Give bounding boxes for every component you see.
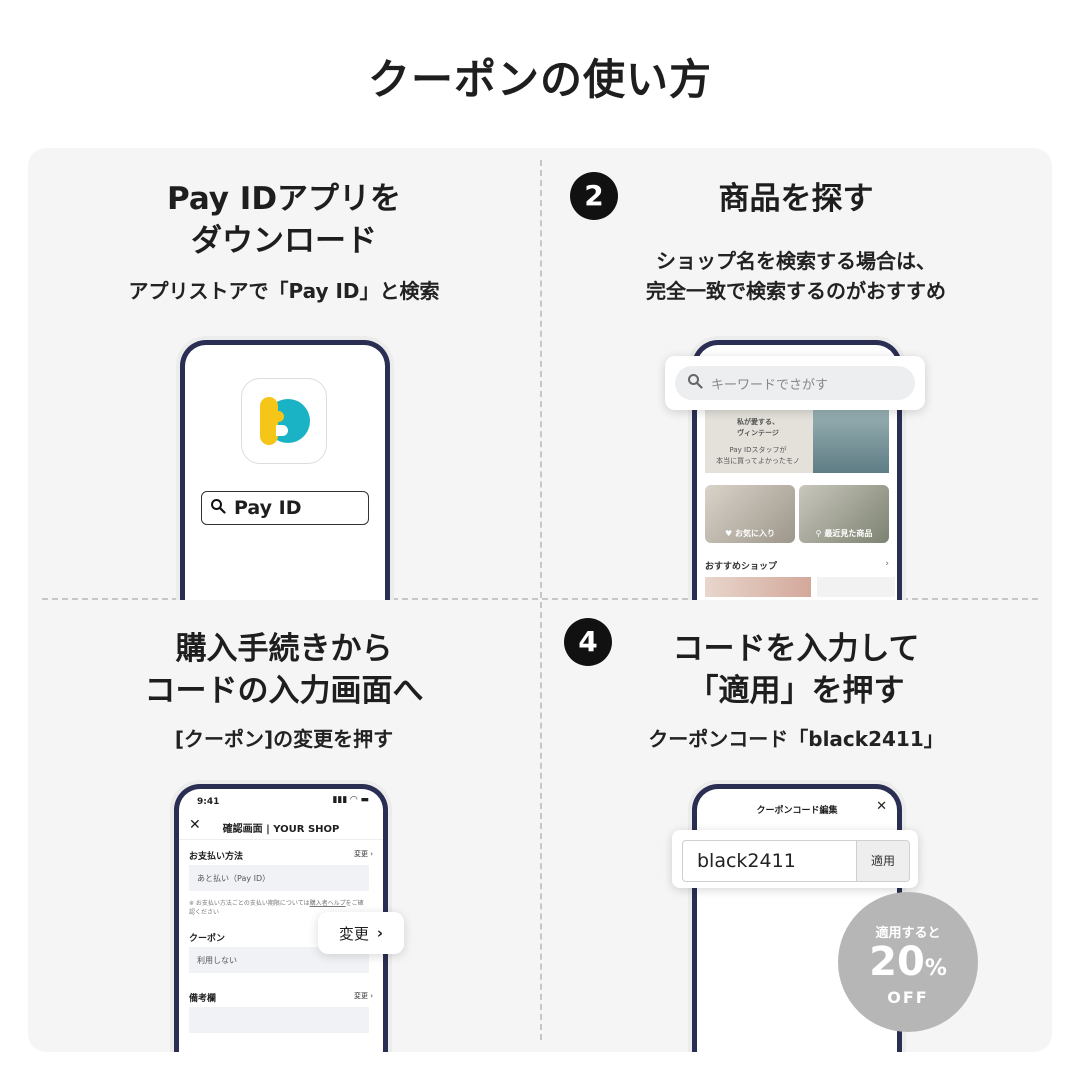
steps-panel: Pay IDアプリを ダウンロード アプリストアで「Pay ID」と検索 Pay…	[28, 148, 1052, 1052]
step-3-subtitle: [クーポン]の変更を押す	[174, 727, 394, 751]
step-2-heading: 商品を探す	[718, 181, 874, 217]
horizontal-divider	[42, 598, 1038, 600]
banner-line4: 本当に買ってよかったモノ	[716, 457, 800, 465]
recommended-shops-header[interactable]: おすすめショップ ›	[705, 559, 889, 572]
step-2-subtitle: ショップ名を検索する場合は、 完全一致で検索するのがおすすめ	[540, 246, 1052, 306]
nav-bar: ✕ 確認画面 | YOUR SHOP	[179, 815, 383, 840]
payment-note: ※ お支払い方法ごとの支払い期限については購入者ヘルプをご確認ください	[189, 900, 364, 916]
step-2-number-badge: 2	[570, 172, 618, 220]
search-placeholder: キーワードでさがす	[711, 377, 829, 393]
recommended-shops-label: おすすめショップ	[705, 562, 778, 572]
keyword-search-popup: キーワードでさがす	[665, 356, 925, 410]
payment-method-label: お支払い方法	[189, 852, 244, 862]
payid-app-icon[interactable]	[242, 379, 326, 463]
step-4-heading: コードを入力して 「適用」を押す	[540, 628, 1052, 712]
chevron-right-icon: ›	[885, 559, 889, 569]
step-4-heading-line1: コードを入力して	[672, 631, 920, 667]
keyword-search-input[interactable]: キーワードでさがす	[675, 366, 915, 400]
search-icon	[210, 498, 226, 519]
app-store-search-bar[interactable]: Pay ID	[201, 491, 369, 525]
banner-text: 私が愛する、 ヴィンテージ Pay IDスタッフが 本当に買ってよかったモノ	[713, 417, 803, 467]
discount-badge: 適用すると 20% OFF	[838, 892, 978, 1032]
search-icon: ⚲	[815, 529, 822, 538]
banner-line2: ヴィンテージ	[737, 429, 779, 437]
step-3-heading-line2: コードの入力画面へ	[144, 673, 424, 709]
step-2-subtitle-line2: 完全一致で検索するのがおすすめ	[646, 279, 946, 303]
apply-button[interactable]: 適用	[856, 841, 909, 881]
coupon-input-popup: black2411 適用	[672, 830, 918, 888]
step-4-subtitle: クーポンコード「black2411」	[648, 727, 944, 751]
coupon-code-field[interactable]: black2411 適用	[682, 840, 910, 882]
vertical-divider	[540, 160, 542, 1040]
search-icon	[687, 373, 703, 394]
remarks-field[interactable]	[189, 1007, 369, 1033]
step-1-heading: Pay IDアプリを ダウンロード	[28, 178, 540, 262]
close-icon[interactable]: ✕	[876, 799, 887, 814]
banner-image	[813, 407, 889, 473]
buyer-help-link[interactable]: 購入者ヘルプ	[309, 900, 346, 907]
recommended-shop-thumbnails[interactable]	[705, 577, 895, 597]
search-query-text: Pay ID	[234, 497, 302, 519]
recently-viewed-label: ⚲ 最近見た商品	[815, 529, 873, 538]
chevron-right-icon: ›	[376, 924, 384, 942]
payid-logo-icon	[260, 397, 310, 445]
step-1-phone: Pay ID	[180, 340, 390, 600]
step-1: Pay IDアプリを ダウンロード アプリストアで「Pay ID」と検索 Pay…	[28, 148, 540, 600]
payment-change-link[interactable]: 変更 ›	[353, 850, 373, 858]
shop-thumbnail	[817, 577, 895, 597]
payment-method-field[interactable]: あと払い（Pay ID）	[189, 865, 369, 891]
banner-line3: Pay IDスタッフが	[729, 446, 787, 454]
step-1-heading-line2: ダウンロード	[191, 223, 377, 259]
step-3: 購入手続きから コードの入力画面へ [クーポン]の変更を押す 9:41 ▮▮▮ …	[28, 600, 540, 1052]
step-4-number-badge: 4	[564, 618, 612, 666]
coupon-code-value: black2411	[697, 850, 796, 872]
step-2: 2 商品を探す ショップ名を検索する場合は、 完全一致で検索するのがおすすめ 私…	[540, 148, 1052, 600]
banner-line1: 私が愛する、	[737, 418, 779, 426]
recently-viewed-tile[interactable]: ⚲ 最近見た商品	[799, 485, 889, 543]
step-3-heading-line1: 購入手続きから	[175, 631, 393, 667]
close-icon[interactable]: ✕	[189, 817, 201, 833]
step-4-heading-line2: 「適用」を押す	[687, 673, 905, 709]
favorites-label: ♥ お気に入り	[725, 529, 775, 538]
step-1-subtitle: アプリストアで「Pay ID」と検索	[128, 279, 440, 303]
favorites-tile[interactable]: ♥ お気に入り	[705, 485, 795, 543]
status-bar: 9:41 ▮▮▮ ◠ ▬	[179, 789, 383, 811]
status-icons: ▮▮▮ ◠ ▬	[332, 795, 369, 805]
coupon-change-label: 変更	[338, 924, 369, 943]
feature-banner[interactable]: 私が愛する、 ヴィンテージ Pay IDスタッフが 本当に買ってよかったモノ	[705, 407, 889, 473]
page-title: クーポンの使い方	[367, 55, 712, 104]
badge-caption: 適用すると	[875, 926, 941, 941]
remarks-label: 備考欄	[189, 994, 217, 1004]
nav-title: 確認画面 | YOUR SHOP	[222, 824, 340, 835]
coupon-edit-title: クーポンコード編集	[756, 806, 838, 816]
shop-thumbnail	[705, 577, 811, 597]
remarks-change-link[interactable]: 変更 ›	[353, 992, 373, 1000]
status-time: 9:41	[197, 797, 220, 807]
coupon-change-button[interactable]: 変更 ›	[318, 912, 404, 954]
step-3-heading: 購入手続きから コードの入力画面へ	[28, 628, 540, 712]
badge-off-label: OFF	[887, 988, 929, 1007]
badge-percentage: 20%	[869, 939, 947, 985]
step-1-heading-line1: Pay IDアプリを	[166, 181, 402, 217]
step-4: 4 コードを入力して 「適用」を押す クーポンコード「black2411」 クー…	[540, 600, 1052, 1052]
step-2-subtitle-line1: ショップ名を検索する場合は、	[656, 249, 936, 273]
coupon-label: クーポン	[189, 934, 226, 944]
